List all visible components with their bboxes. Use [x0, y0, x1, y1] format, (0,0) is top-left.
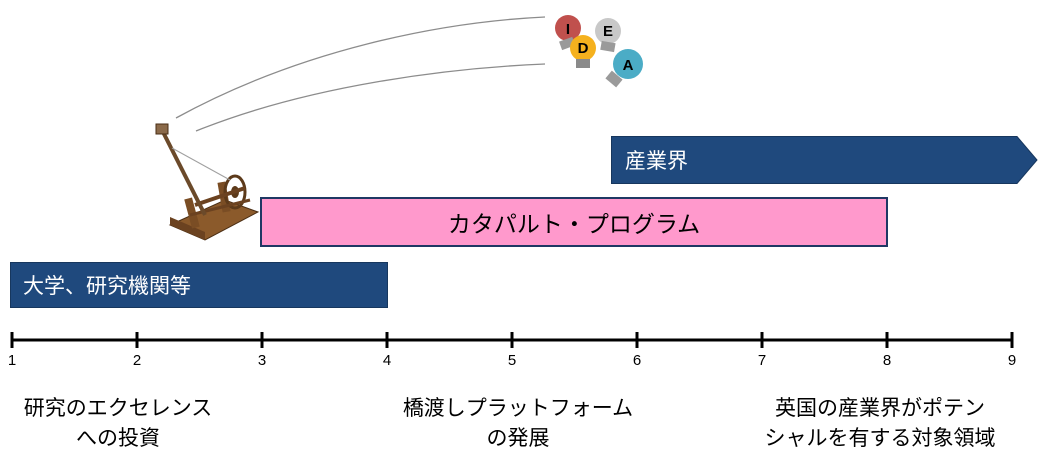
industry-bar: 産業界	[611, 136, 1038, 184]
tick-label-3: 3	[257, 352, 267, 369]
idea-bulbs-icon: I E D A	[555, 15, 643, 88]
bulb-letter-e: E	[603, 23, 613, 40]
trajectory-arc-upper	[175, 16, 546, 119]
caption-right-line1: 英国の産業界がポテン	[775, 396, 985, 420]
caption-middle: 橋渡しプラットフォーム の発展	[403, 393, 633, 453]
industry-label: 産業界	[625, 149, 688, 173]
tick-label-7: 7	[757, 352, 767, 369]
tick-label-6: 6	[632, 352, 642, 369]
university-label: 大学、研究機関等	[23, 274, 191, 298]
bulb-d-icon: D	[570, 35, 596, 68]
caption-left-line2: への投資	[76, 426, 160, 450]
tick-label-4: 4	[382, 352, 392, 369]
tick-label-8: 8	[882, 352, 892, 369]
university-bar: 大学、研究機関等	[10, 262, 388, 308]
catapult-program-label: カタパルト・プログラム	[447, 212, 701, 238]
trajectory-arc-lower	[195, 63, 546, 132]
tick-label-9: 9	[1007, 352, 1017, 369]
catapult-icon	[155, 123, 260, 241]
industry-arrow-shape	[611, 136, 1038, 184]
tick-label-2: 2	[132, 352, 142, 369]
bulb-letter-d: D	[578, 40, 589, 57]
caption-right-line2: シャルを有する対象領域	[764, 426, 996, 450]
bulb-a-icon: A	[605, 49, 643, 88]
catapult-program-bar: カタパルト・プログラム	[260, 197, 888, 247]
bulb-letter-i: I	[566, 21, 570, 38]
caption-right: 英国の産業界がポテン シャルを有する対象領域	[765, 393, 996, 453]
timeline-axis	[10, 332, 1014, 348]
bulb-letter-a: A	[623, 57, 634, 74]
bulb-e-icon: E	[595, 18, 621, 53]
caption-middle-line1: 橋渡しプラットフォーム	[402, 396, 634, 420]
caption-middle-line2: の発展	[486, 426, 550, 450]
caption-left-line1: 研究のエクセレンス	[23, 396, 213, 420]
caption-left: 研究のエクセレンス への投資	[24, 393, 213, 453]
tick-label-5: 5	[507, 352, 517, 369]
tick-label-1: 1	[7, 352, 17, 369]
